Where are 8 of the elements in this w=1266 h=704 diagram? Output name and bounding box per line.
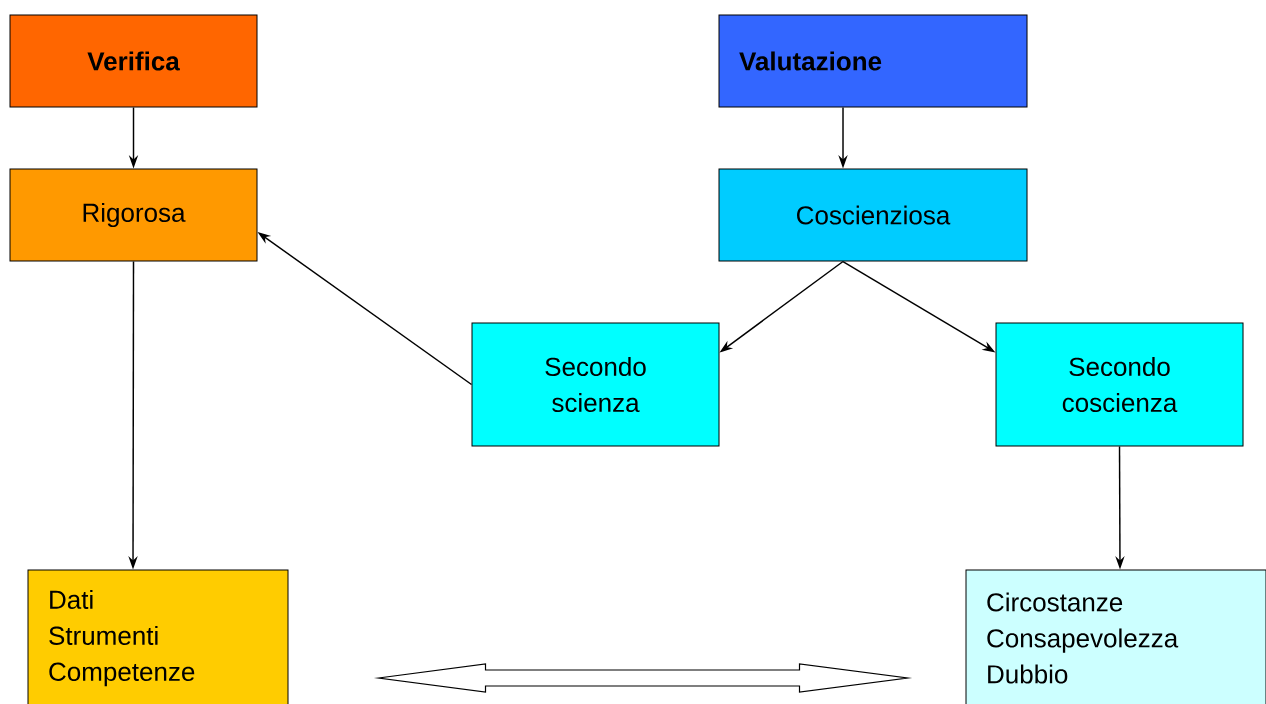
list-box: Circostanze Consapevolezza Dubbio	[965, 569, 1266, 704]
list-box: Dati Strumenti Competenze	[27, 569, 289, 704]
title-box: Valutazione	[718, 14, 1028, 108]
process-box: Secondo coscienza	[995, 322, 1244, 447]
process-box: Rigorosa	[9, 168, 258, 262]
process-box: Secondo scienza	[471, 322, 720, 447]
process-box: Coscienziosa	[718, 168, 1028, 262]
title-box: Verifica	[9, 14, 258, 108]
